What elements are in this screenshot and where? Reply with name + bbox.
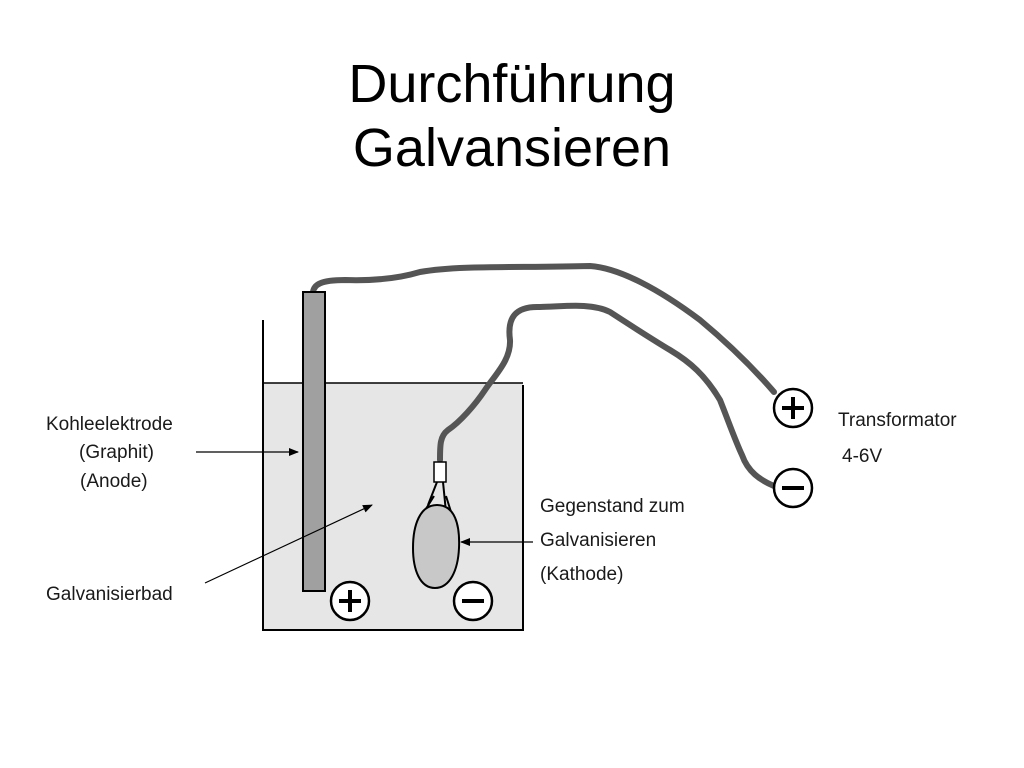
transformer-minus-terminal-icon <box>772 467 814 509</box>
bath-label-arrow <box>204 504 373 584</box>
bath-container <box>262 320 524 631</box>
bath-label: Galvanisierbad <box>46 584 173 605</box>
title-line-1: Durchführung <box>348 54 676 114</box>
anode-label-line-1: Kohleelektrode <box>46 414 173 435</box>
transformer-plus-terminal-icon <box>772 387 814 429</box>
cathode-minus-sign-icon <box>452 580 494 622</box>
cathode-clip <box>423 461 453 516</box>
transformer-voltage-label: 4-6V <box>842 446 882 467</box>
anode-wire <box>310 263 777 395</box>
slide-title: Durchführung Galvansieren <box>0 52 1024 180</box>
object-label-line-1: Gegenstand zum <box>540 496 685 517</box>
title-line-2: Galvansieren <box>352 118 672 178</box>
object-label-line-3: (Kathode) <box>540 564 623 585</box>
graphite-electrode <box>302 291 326 592</box>
anode-label-line-2: (Graphit) <box>79 442 154 463</box>
object-to-plate <box>411 503 461 590</box>
transformer-label: Transformator <box>838 410 957 431</box>
anode-plus-sign-icon <box>329 580 371 622</box>
anode-label-line-3: (Anode) <box>80 471 148 492</box>
cathode-wire <box>437 302 777 489</box>
object-label-line-2: Galvanisieren <box>540 530 656 551</box>
